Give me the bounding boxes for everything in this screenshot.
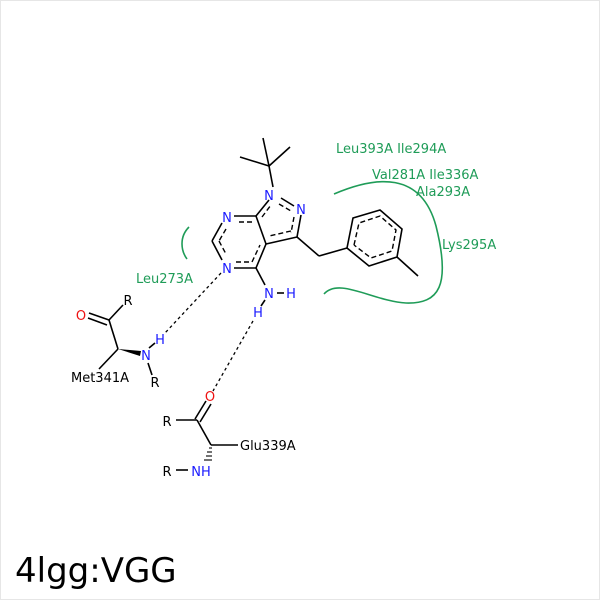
ligand: N N N N N H H (211, 137, 419, 321)
atom-o: O (205, 390, 215, 405)
residue-glu339: O R Glu339A NH R (162, 390, 295, 480)
atom-nh: NH (191, 465, 211, 480)
atom-nh2-h1: H (286, 287, 296, 302)
hbond-n5-met341 (164, 272, 222, 334)
residue-met341: O R N H R Met341A (71, 294, 165, 391)
hbond-nh2-glu339 (212, 320, 254, 392)
atom-o: O (76, 309, 86, 324)
atom-nh2-h2: H (253, 306, 263, 321)
atom-r: R (162, 415, 171, 430)
atom-n7: N (222, 211, 232, 226)
atom-r: R (150, 376, 159, 391)
hydrophobic-arc-leu273 (181, 226, 190, 260)
residue-lys295: Lys295A (442, 238, 496, 253)
atom-n2: N (296, 203, 306, 218)
residue-val281-ile336: Val281A Ile336A (372, 168, 479, 183)
residue-label-glu339: Glu339A (240, 439, 296, 454)
hydrophobic-arc-pocket (323, 180, 444, 304)
atom-n1: N (264, 189, 274, 204)
atom-n: N (141, 349, 151, 364)
residue-leu273: Leu273A (136, 272, 193, 287)
atom-h: H (155, 333, 165, 348)
diagram-title: 4lgg:VGG (15, 551, 177, 591)
atom-r: R (162, 465, 171, 480)
residue-label-met341: Met341A (71, 371, 129, 386)
residue-ala293: Ala293A (416, 185, 470, 200)
atom-nh2-n: N (264, 287, 274, 302)
atom-n5: N (222, 262, 232, 277)
atom-r: R (123, 294, 132, 309)
residue-leu393-ile294: Leu393A Ile294A (336, 142, 446, 157)
